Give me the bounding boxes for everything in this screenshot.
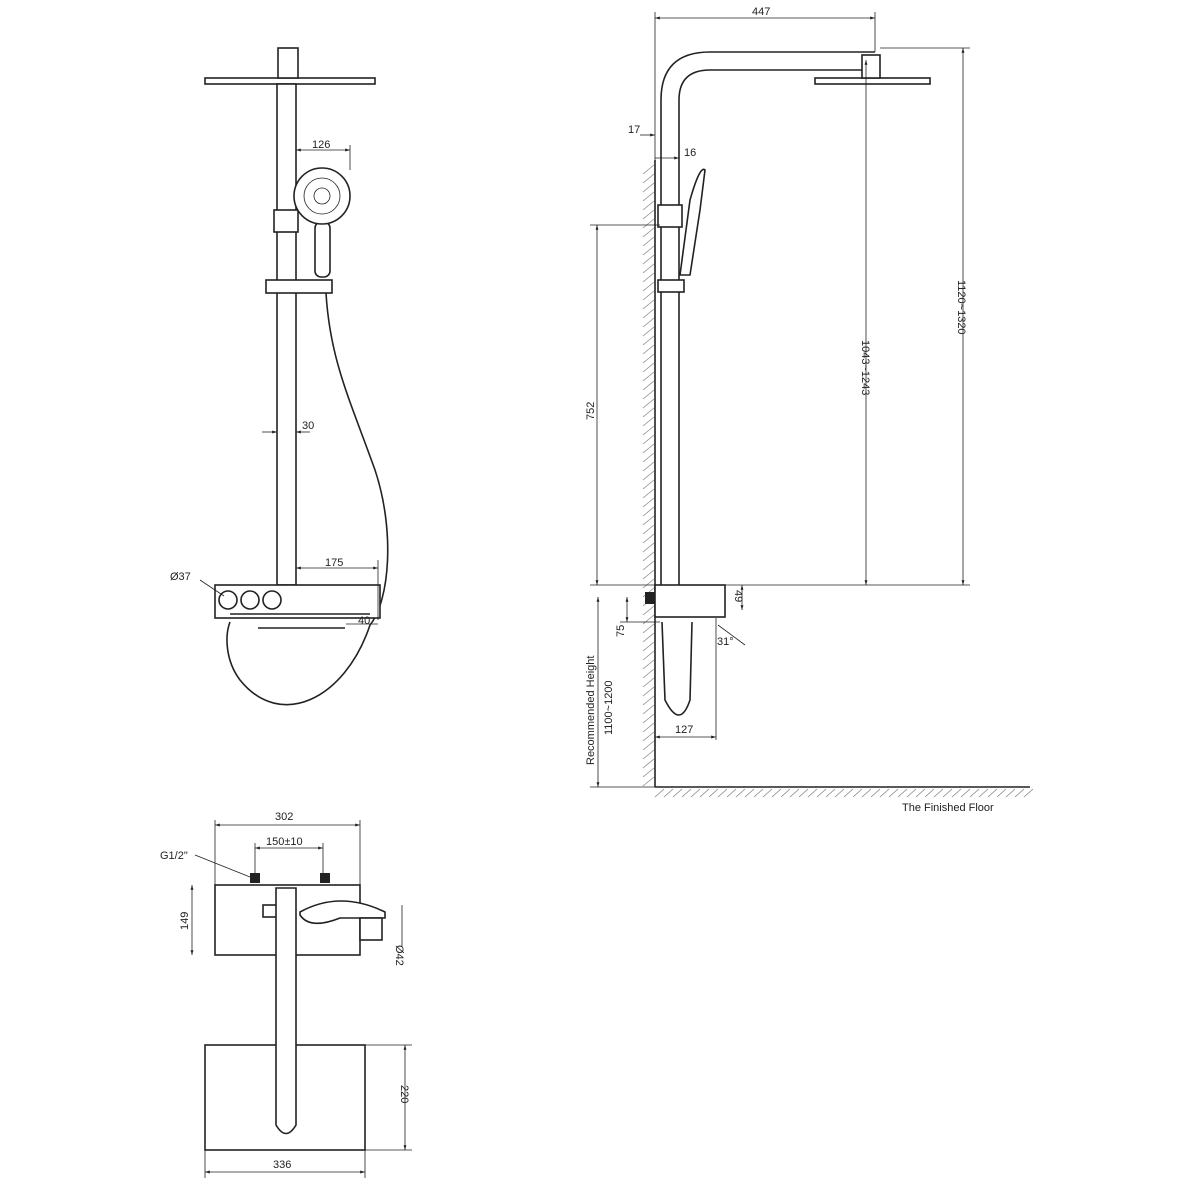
dim-75: 75 — [615, 625, 627, 637]
dim-slide-range: 1043~1243 — [859, 340, 871, 395]
rain-shower-head — [204, 77, 376, 85]
dim-knob-diameter: Ø37 — [170, 571, 191, 583]
shower-rail — [276, 83, 297, 586]
finished-floor-label: The Finished Floor — [902, 802, 994, 814]
handshower-holder — [265, 279, 333, 294]
thermostat-body-side — [654, 584, 726, 618]
side-view: 447 17 16 1043~1243 1120~1320 752 49 75 … — [585, 6, 1034, 814]
recommended-height-label: Recommended Height — [585, 656, 597, 765]
dim-447: 447 — [752, 6, 770, 18]
handshower-side — [679, 168, 706, 276]
hose — [226, 292, 389, 706]
thread-label: G1/2" — [160, 850, 188, 862]
dim-149: 149 — [179, 912, 191, 930]
front-view: 126 30 175 Ø37 40 — [170, 47, 389, 706]
dim-40: 40 — [358, 615, 370, 627]
dim-752: 752 — [585, 402, 597, 420]
dim-30: 30 — [302, 420, 314, 432]
thermostat-body — [214, 584, 381, 619]
slider-side — [657, 204, 683, 228]
dim-49: 49 — [732, 590, 744, 602]
dim-16: 16 — [684, 147, 696, 159]
knob — [262, 590, 282, 610]
dim-angle: 31° — [717, 636, 734, 648]
handshower-handle — [314, 221, 331, 278]
knob — [240, 590, 260, 610]
dim-302: 302 — [275, 811, 293, 823]
dim-17: 17 — [628, 124, 640, 136]
top-view: 302 150±10 G1/2" 149 Ø42 220 336 — [160, 811, 412, 1178]
slider — [273, 209, 299, 233]
rain-shower-head-side — [814, 77, 931, 85]
dim-inlet-spacing: 150±10 — [266, 836, 303, 848]
dim-127: 127 — [675, 724, 693, 736]
recommended-height-value: 1100~1200 — [603, 680, 615, 735]
dim-spout-diameter: Ø42 — [393, 945, 405, 966]
knob — [218, 590, 238, 610]
dim-126: 126 — [312, 139, 330, 151]
handshower-head — [293, 167, 351, 225]
dim-175: 175 — [325, 557, 343, 569]
dim-total-height: 1120~1320 — [955, 280, 967, 335]
shower-arm — [660, 51, 875, 585]
dim-336: 336 — [273, 1159, 291, 1171]
dim-220: 220 — [398, 1085, 410, 1103]
shower-arm-top — [275, 887, 297, 1135]
head-connector — [277, 47, 299, 79]
